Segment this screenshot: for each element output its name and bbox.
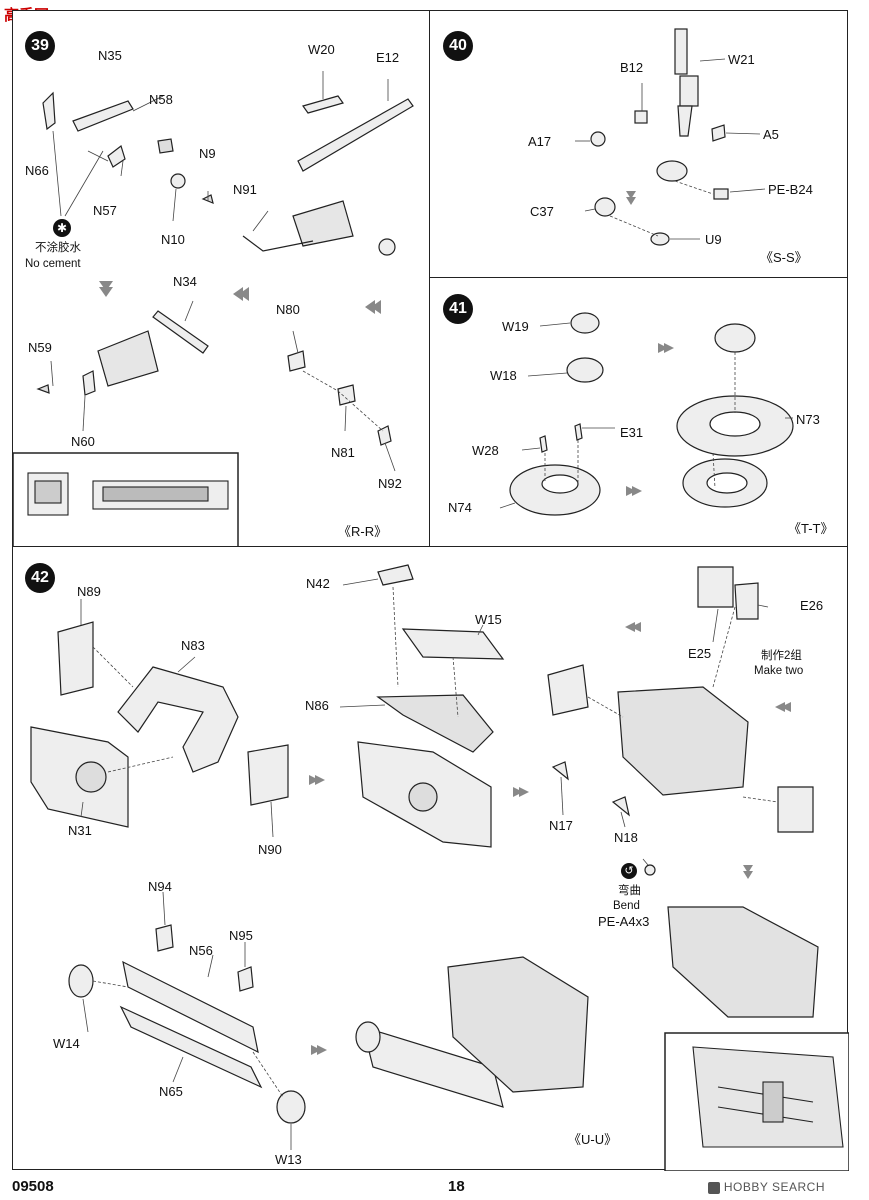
step-41-panel: 41 W19 W18 N73 W28 E31 N74 《T-T》 [429, 277, 848, 547]
label-e25: E25 [688, 646, 712, 661]
make-two-cn: 制作2组 [761, 650, 802, 662]
label-w20: W20 [308, 42, 335, 57]
label-n31: N31 [68, 823, 92, 838]
label-w18: W18 [490, 368, 517, 383]
step-39-drawing [13, 71, 414, 548]
label-b12: B12 [620, 60, 644, 75]
label-n66: N66 [25, 163, 49, 178]
step-40-panel: 40 B12 W21 A17 A5 PE-B24 C37 U9 《S-S》 [429, 10, 848, 278]
label-n10: N10 [161, 232, 185, 247]
label-c37: C37 [530, 204, 554, 219]
label-n56: N56 [189, 943, 213, 958]
label-n86: N86 [305, 698, 329, 713]
label-n57: N57 [93, 203, 117, 218]
label-n91: N91 [233, 182, 257, 197]
brand-icon [708, 1181, 720, 1194]
footer-page: 18 [448, 1178, 465, 1195]
label-a17: A17 [528, 134, 552, 149]
label-n34: N34 [173, 274, 197, 289]
no-cement-icon: ✱ [53, 219, 71, 237]
label-n80: N80 [276, 302, 300, 317]
label-n94: N94 [148, 879, 172, 894]
label-e31: E31 [620, 425, 644, 440]
step-41-number: 41 [443, 294, 473, 324]
bend-cn: 弯曲 [618, 885, 641, 897]
step-40-number: 40 [443, 31, 473, 61]
label-e26: E26 [800, 598, 824, 613]
label-n74: N74 [448, 500, 472, 515]
label-n35: N35 [98, 48, 122, 63]
step-39-panel: 39 N35 N58 N9 N66 N57 N10 W20 E12 N91 N3… [12, 10, 430, 548]
no-cement-en: No cement [25, 258, 81, 270]
label-w21: W21 [728, 52, 755, 67]
bend-icon: ↺ [621, 863, 637, 879]
step-40-drawing [575, 28, 766, 246]
label-n60: N60 [71, 434, 95, 449]
label-w19: W19 [502, 319, 529, 334]
section-t-t: 《T-T》 [788, 521, 834, 536]
label-n95: N95 [229, 928, 253, 943]
bend-en: Bend [613, 900, 640, 912]
label-w28: W28 [472, 443, 499, 458]
label-pe-b24: PE-B24 [768, 182, 813, 197]
label-n83: N83 [181, 638, 205, 653]
label-n81: N81 [331, 445, 355, 460]
footer-brand: HOBBY SEARCH [708, 1180, 825, 1194]
label-w13: W13 [275, 1152, 302, 1167]
label-n42: N42 [306, 576, 330, 591]
label-n65: N65 [159, 1084, 183, 1099]
label-n59: N59 [28, 340, 52, 355]
label-a5: A5 [763, 127, 779, 142]
label-w14: W14 [53, 1036, 80, 1051]
label-n73: N73 [796, 412, 820, 427]
label-n92: N92 [378, 476, 402, 491]
label-n18: N18 [614, 830, 638, 845]
step-41-drawing [499, 312, 794, 516]
section-s-s: 《S-S》 [760, 250, 808, 265]
label-n90: N90 [258, 842, 282, 857]
brand-text: HOBBY SEARCH [723, 1180, 825, 1194]
step-42-panel: 42 N89 N83 N31 N90 N42 W15 N86 N17 N18 E… [12, 546, 849, 1171]
section-u-u: 《U-U》 [568, 1132, 618, 1147]
label-n17: N17 [549, 818, 573, 833]
step-42-number: 42 [25, 563, 55, 593]
label-w15: W15 [475, 612, 502, 627]
footer-code: 09508 [12, 1178, 54, 1195]
label-u9: U9 [705, 232, 722, 247]
label-n58: N58 [149, 92, 173, 107]
no-cement-cn: 不涂胶水 [35, 242, 81, 254]
section-r-r: 《R-R》 [338, 524, 388, 539]
step-39-number: 39 [25, 31, 55, 61]
label-e12: E12 [376, 50, 400, 65]
label-n89: N89 [77, 584, 101, 599]
label-pe-a4x3: PE-A4x3 [598, 914, 650, 929]
label-n9: N9 [199, 146, 216, 161]
make-two-en: Make two [754, 665, 804, 677]
step-42-drawing [30, 564, 849, 1171]
